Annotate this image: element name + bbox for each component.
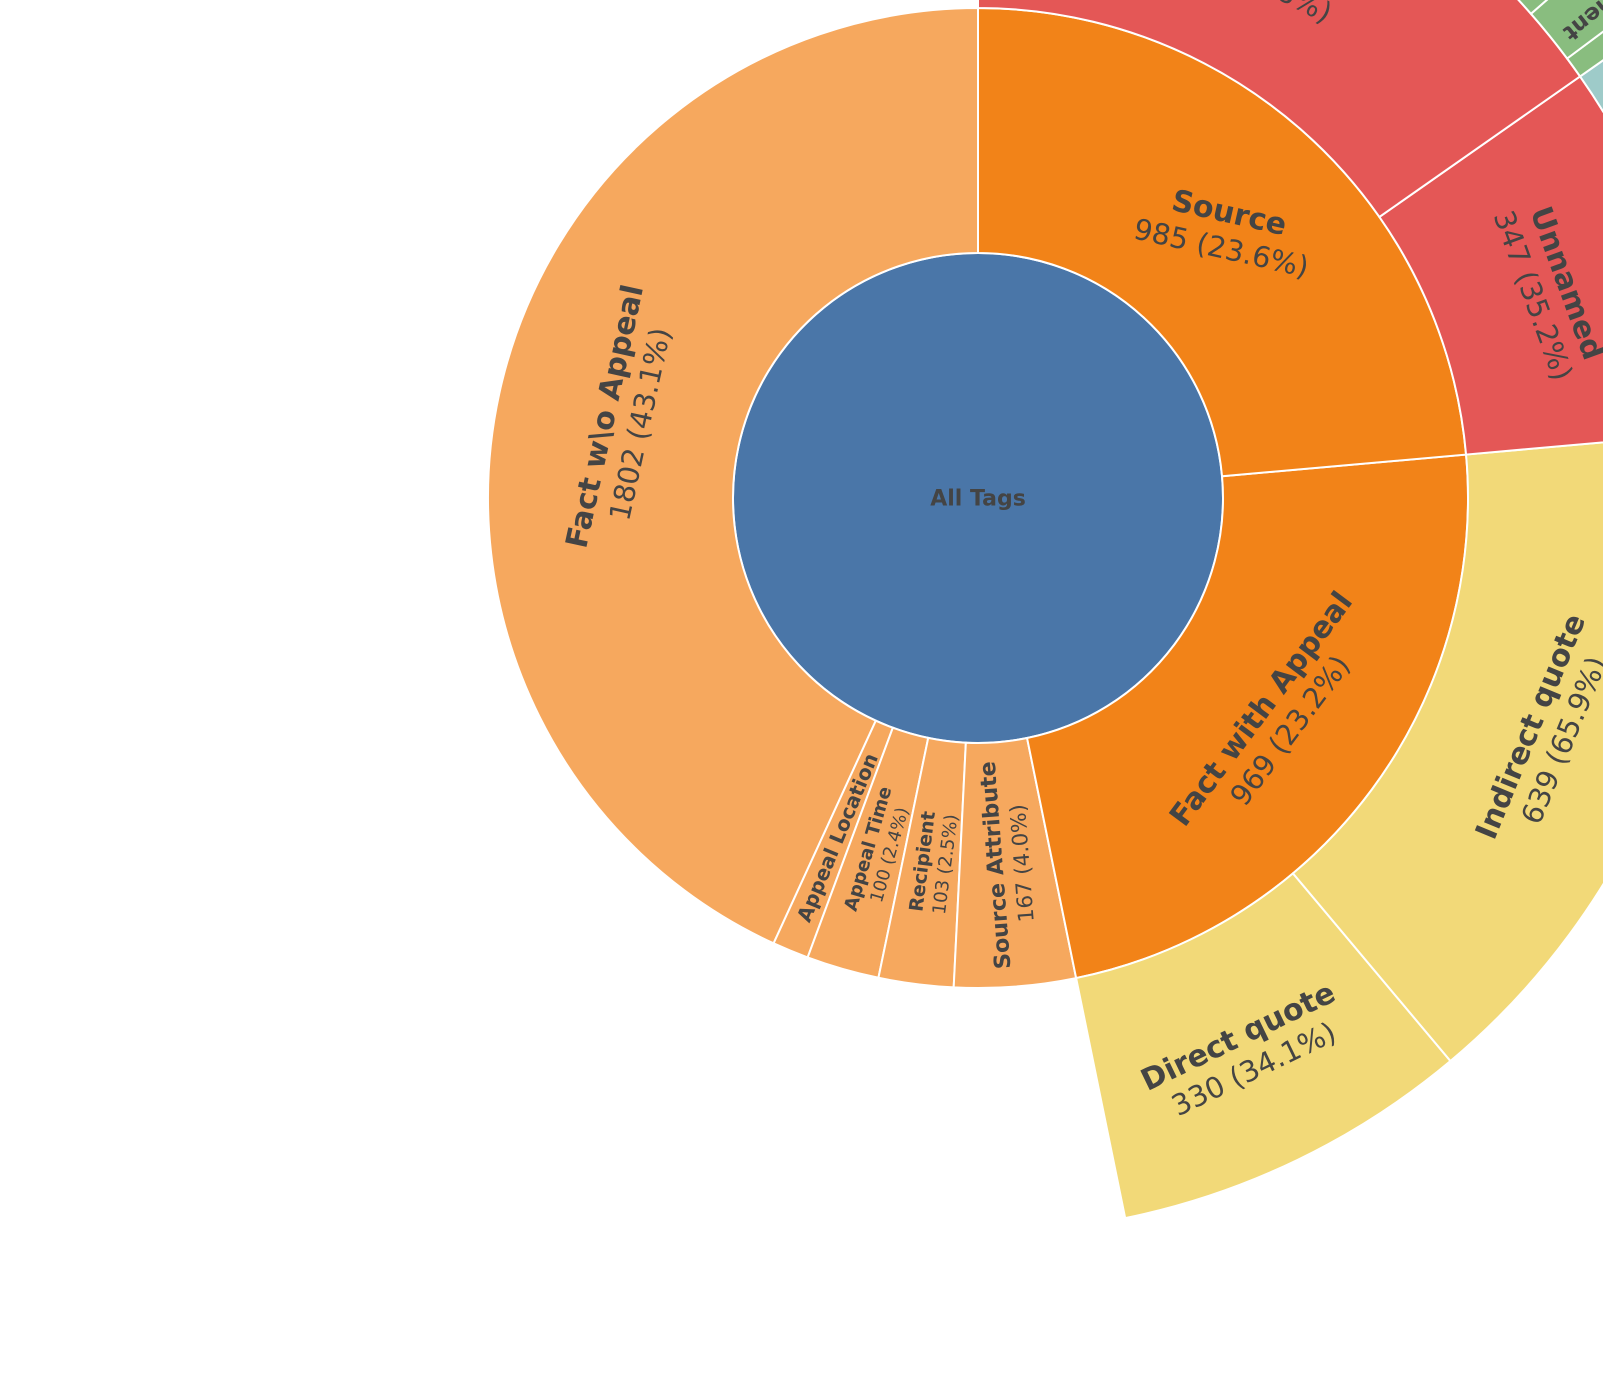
label-all-tags: All Tags xyxy=(930,487,1026,512)
label-name-all-tags: All Tags xyxy=(930,487,1026,512)
segment-indirect-quote-d2[interactable] xyxy=(1291,433,1603,1063)
segment-named-d2[interactable] xyxy=(977,0,1582,219)
segment-news-report-d3[interactable] xyxy=(1472,0,1603,16)
segments-layer xyxy=(487,0,1603,1220)
segment-fact-w-o-appeal-d1[interactable] xyxy=(487,6,979,945)
